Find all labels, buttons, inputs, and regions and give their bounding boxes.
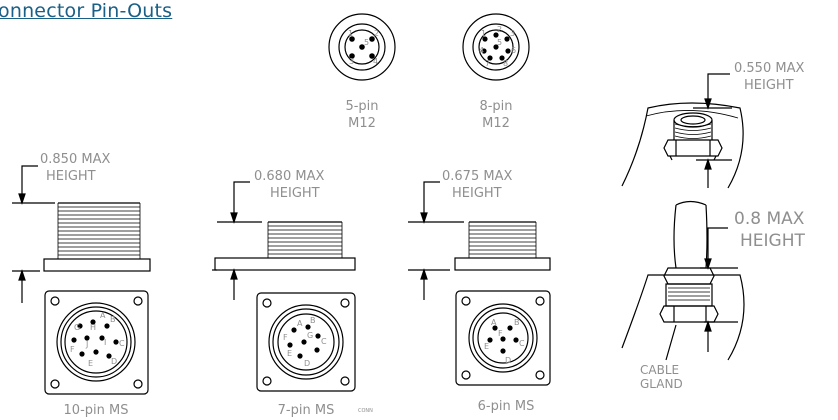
ms-6pin-thread [468, 221, 537, 258]
ms-7pin-pin-label: D [304, 359, 310, 368]
m12-panel-height: 0.550 MAX [734, 61, 804, 76]
ms-10pin-thread [57, 202, 141, 259]
ms-6pin-side-view [408, 181, 551, 300]
m12-8pin-pin-label: 1 [481, 29, 486, 38]
ms-6pin-pin-label: F [498, 329, 503, 338]
ms-10pin-pin-label: J [85, 340, 88, 349]
ms-10pin-pin-label: I [104, 338, 106, 347]
ms-7pin-face [256, 292, 356, 392]
ms-6pin-pin-label: A [491, 318, 497, 327]
m12-8pin-pin-label: 5 [497, 38, 502, 47]
cable-gland-caption-2: GLAND [640, 377, 683, 391]
ms-10pin-pin-label: A [100, 311, 106, 320]
ms-10pin-face [44, 290, 149, 395]
ms-6pin-pin-label: B [514, 318, 520, 327]
m12-5pin-name: 5-pin [345, 99, 378, 114]
m12-8pin-name: 8-pin [479, 99, 512, 114]
ms-7pin-side-view [212, 181, 356, 300]
ms-10pin-side-view [12, 165, 151, 303]
ms-6pin-pin-label: C [519, 339, 525, 348]
ms-7pin-pin-label: C [321, 337, 327, 346]
m12-5pin-pin-label: 2 [374, 29, 379, 38]
ms-10pin-name: 10-pin MS [64, 403, 129, 418]
ms-7pin-pin-label: G [307, 331, 313, 340]
ms-10pin-pin-label: G [74, 323, 80, 332]
m12-8pin-pin-label: 2 [497, 25, 502, 34]
cable-gland-height: 0.8 MAX [734, 209, 805, 229]
ms-10pin-pin-label: B [110, 315, 116, 324]
ms-10pin-height-word: HEIGHT [46, 169, 96, 184]
ms-6pin-pin-label: E [484, 342, 489, 351]
ms-6pin-height: 0.675 MAX [442, 169, 512, 184]
m12-8pin-pin-label: 8 [503, 59, 508, 68]
m12-panel-height-word: HEIGHT [744, 78, 794, 93]
ms-7pin-pin-label: A [297, 319, 303, 328]
m12-5pin-face [328, 13, 396, 81]
ms-10pin-pin-label: C [119, 339, 125, 348]
ms-6pin-name: 6-pin MS [478, 399, 535, 414]
ms-7pin-thread [267, 221, 343, 258]
ms-10pin-pin-label: H [90, 323, 96, 332]
m12-5pin-pin-label: 3 [349, 57, 354, 66]
cable-gland-height-word: HEIGHT [740, 231, 805, 251]
ms-7pin-name: 7-pin MS [278, 403, 335, 418]
m12-8pin-pin-label: 6 [511, 46, 516, 55]
cable-gland-caption-1: CABLE [640, 363, 679, 377]
ms-6pin-height-word: HEIGHT [452, 186, 502, 201]
ms-10pin-pin-label: F [70, 345, 75, 354]
ms-7pin-pin-label: B [310, 316, 316, 325]
ms-7pin-height-word: HEIGHT [270, 186, 320, 201]
ms-6pin-face [455, 290, 551, 386]
ms-10pin-pin-label: E [88, 359, 93, 368]
m12-5pin-pin-label: 4 [373, 57, 378, 66]
m12-5pin-pin-label: 5 [364, 38, 369, 47]
ms-10pin-height: 0.850 MAX [40, 152, 110, 167]
m12-8pin-pin-label: 3 [510, 29, 515, 38]
ms-6pin-pin-label: D [505, 356, 511, 365]
m12-8pin-pin-label: 7 [485, 59, 490, 68]
m12-8pin-type: M12 [482, 116, 510, 131]
m12-5pin-type: M12 [348, 116, 376, 131]
ms-7pin-height: 0.680 MAX [254, 169, 324, 184]
m12-8pin-pin-label: 4 [479, 46, 484, 55]
m12-8pin-face [462, 13, 530, 81]
small-note: CONN [358, 408, 373, 414]
page-title: onnector Pin-Outs [0, 0, 173, 22]
ms-7pin-pin-label: F [283, 333, 288, 342]
m12-panel-side-view [621, 73, 744, 189]
m12-5pin-pin-label: 1 [348, 29, 353, 38]
ms-7pin-pin-label: E [287, 349, 292, 358]
cable-gland-side-view [621, 200, 745, 361]
ms-10pin-pin-label: D [111, 357, 117, 366]
